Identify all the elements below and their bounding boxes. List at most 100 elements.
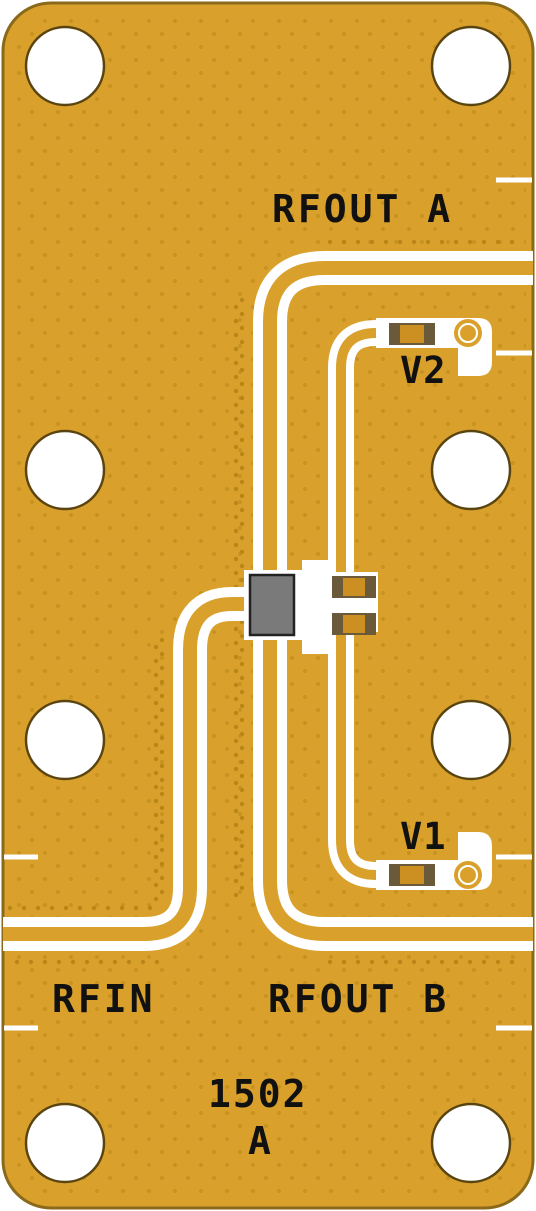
via (239, 353, 245, 359)
via (233, 528, 239, 534)
via (239, 689, 245, 695)
via (233, 654, 239, 660)
via (233, 570, 239, 576)
via (341, 959, 347, 965)
via (341, 239, 347, 245)
label-revision: A (248, 1119, 271, 1163)
capacitors (389, 323, 435, 886)
via (153, 826, 159, 832)
via (481, 959, 487, 965)
via (239, 493, 245, 499)
via (153, 644, 159, 650)
via (327, 239, 333, 245)
via (355, 239, 361, 245)
via (233, 780, 239, 786)
via (233, 850, 239, 856)
via (233, 444, 239, 450)
via (159, 749, 165, 755)
via (91, 905, 97, 911)
via (105, 905, 111, 911)
via (369, 959, 375, 965)
via (233, 640, 239, 646)
capacitor-v2 (389, 323, 435, 345)
via (56, 959, 62, 965)
via (159, 707, 165, 713)
label-v1: V1 (400, 815, 447, 858)
via (233, 346, 239, 352)
via (233, 416, 239, 422)
via (233, 430, 239, 436)
via (140, 959, 146, 965)
via (481, 239, 487, 245)
via (233, 710, 239, 716)
via (233, 808, 239, 814)
via (35, 905, 41, 911)
via (239, 675, 245, 681)
via (239, 339, 245, 345)
via (239, 745, 245, 751)
via (239, 801, 245, 807)
via (233, 724, 239, 730)
via (233, 318, 239, 324)
via (233, 486, 239, 492)
via (233, 374, 239, 380)
label-rfout-b: RFOUT B (268, 977, 450, 1021)
capacitor-v1 (389, 864, 435, 886)
via (239, 311, 245, 317)
via (153, 658, 159, 664)
via (153, 854, 159, 860)
via (49, 905, 55, 911)
via (509, 239, 515, 245)
via (239, 633, 245, 639)
via (159, 679, 165, 685)
via (233, 752, 239, 758)
via (159, 819, 165, 825)
via (153, 672, 159, 678)
via (397, 239, 403, 245)
via (369, 239, 375, 245)
via (233, 556, 239, 562)
via (239, 549, 245, 555)
via (153, 756, 159, 762)
via (239, 871, 245, 877)
via (159, 735, 165, 741)
via (233, 836, 239, 842)
via (153, 700, 159, 706)
via (153, 784, 159, 790)
via (153, 742, 159, 748)
via (7, 905, 13, 911)
via (239, 367, 245, 373)
via (411, 959, 417, 965)
rf-traces (3, 251, 533, 951)
via (159, 875, 165, 881)
via (509, 959, 515, 965)
via (84, 959, 90, 965)
via (239, 395, 245, 401)
via (239, 437, 245, 443)
via (159, 847, 165, 853)
mounting-hole (430, 699, 512, 781)
via (239, 507, 245, 513)
mounting-hole (24, 25, 106, 107)
via (239, 577, 245, 583)
via (439, 959, 445, 965)
via (453, 959, 459, 965)
via (70, 959, 76, 965)
via (147, 905, 153, 911)
via (239, 731, 245, 737)
via (383, 959, 389, 965)
via (233, 626, 239, 632)
via (239, 759, 245, 765)
mounting-hole (430, 429, 512, 511)
via (239, 787, 245, 793)
via (119, 905, 125, 911)
via (233, 794, 239, 800)
label-rfout-a: RFOUT A (272, 187, 454, 231)
mounting-hole (24, 1102, 106, 1184)
via (159, 637, 165, 643)
via (453, 239, 459, 245)
via (98, 959, 104, 965)
via (159, 777, 165, 783)
via (153, 812, 159, 818)
